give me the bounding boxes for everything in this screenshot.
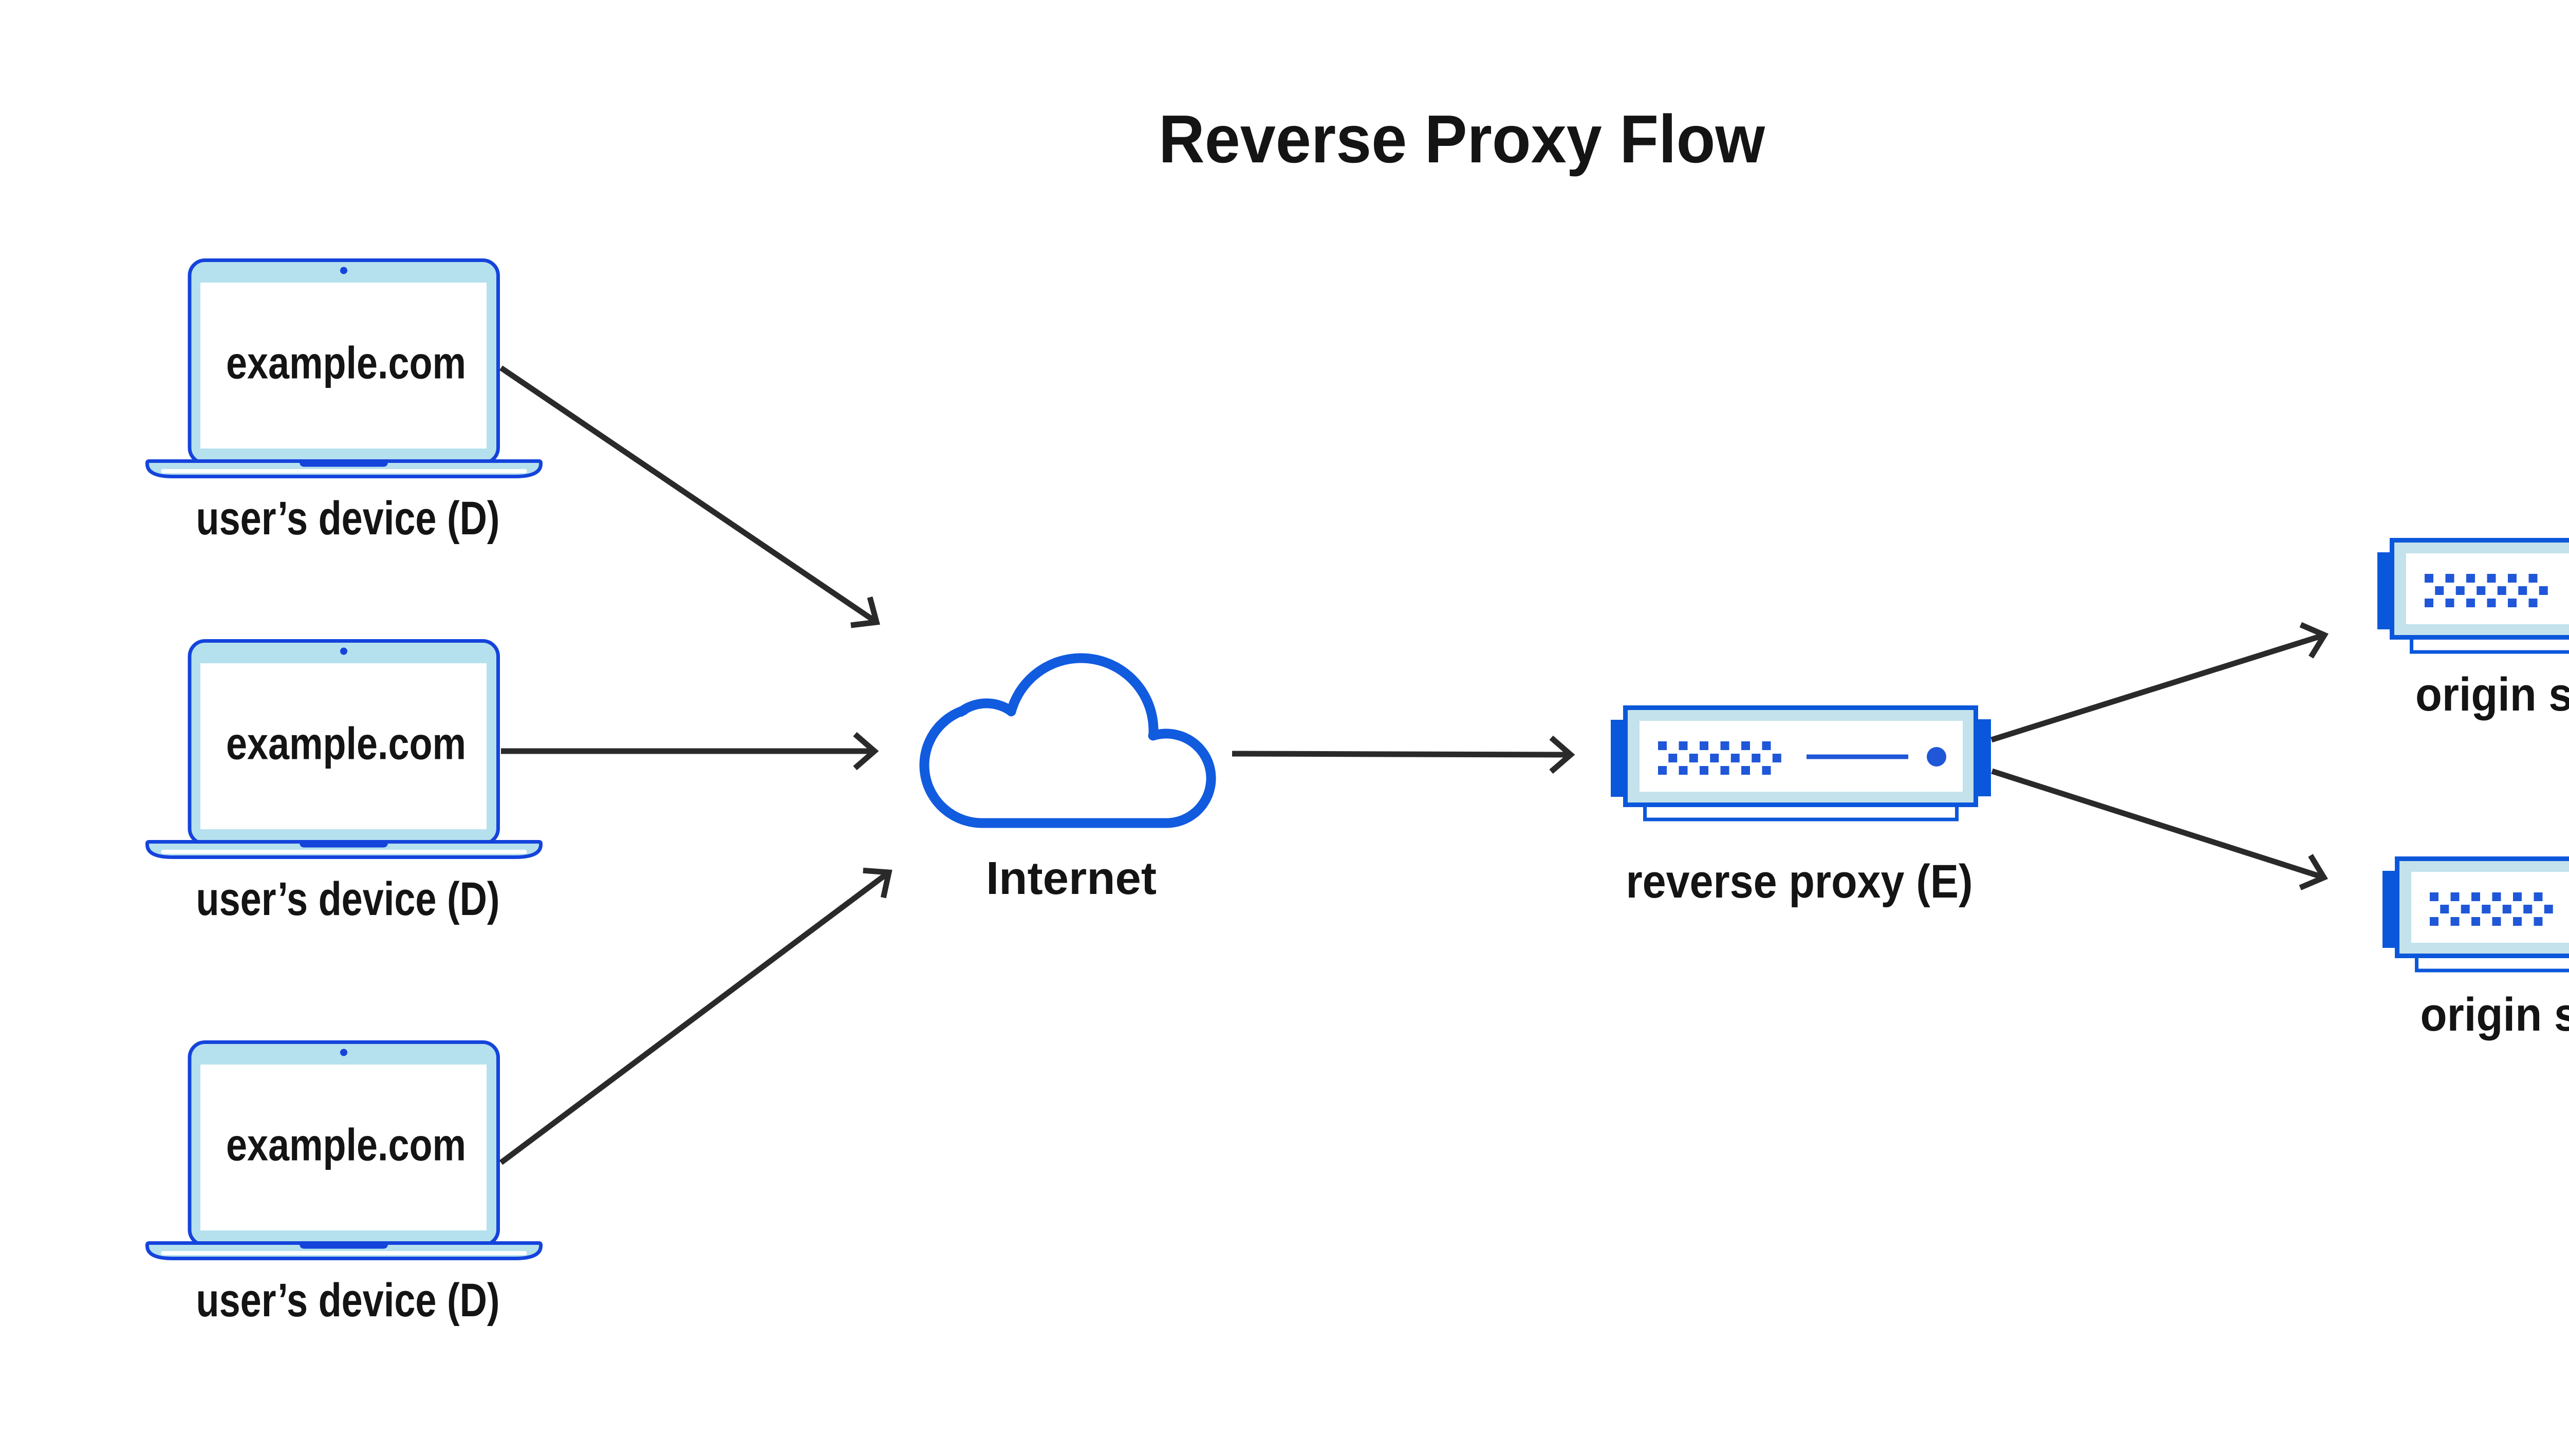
svg-text:example.com: example.com: [226, 1119, 466, 1170]
svg-text:user’s device (D): user’s device (D): [196, 1274, 500, 1327]
svg-text:Internet: Internet: [986, 853, 1157, 904]
svg-text:reverse proxy (E): reverse proxy (E): [1626, 855, 1973, 908]
svg-text:Reverse Proxy Flow: Reverse Proxy Flow: [1159, 101, 1765, 177]
svg-text:example.com: example.com: [226, 338, 466, 388]
svg-text:user’s device (D): user’s device (D): [196, 873, 500, 925]
svg-text:example.com: example.com: [226, 718, 466, 769]
svg-text:origin server (F): origin server (F): [2415, 668, 2569, 721]
svg-text:origin server (F): origin server (F): [2421, 988, 2569, 1041]
svg-text:user’s device (D): user’s device (D): [196, 492, 500, 545]
